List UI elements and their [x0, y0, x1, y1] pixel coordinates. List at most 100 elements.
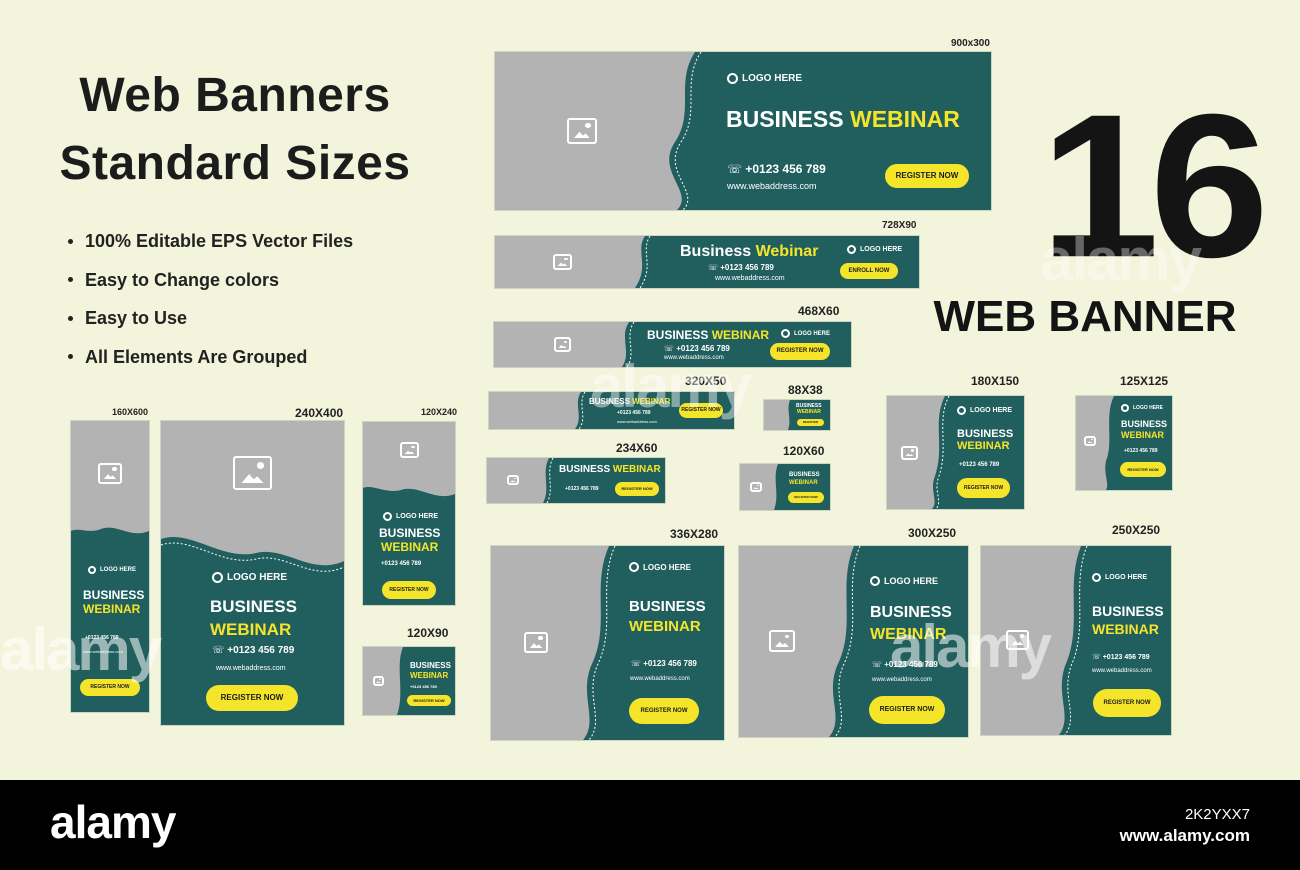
title-white: Business	[680, 243, 752, 260]
register-button[interactable]: REGISTER NOW	[80, 679, 140, 696]
banner-120x240: LOGO HERE BUSINESS WEBINAR +0123 456 789…	[363, 422, 455, 605]
banner-shape	[489, 392, 586, 429]
title-yellow: WEBINAR	[797, 409, 821, 415]
watermark: alamy	[590, 353, 752, 420]
phone: +0123 456 789	[959, 462, 1000, 468]
register-button[interactable]: REGISTER NOW	[885, 164, 969, 188]
title-white: BUSINESS	[1092, 603, 1164, 619]
register-button[interactable]: REGISTER NOW	[788, 492, 824, 503]
banner-468x60: BUSINESS WEBINAR ☏ +0123 456 789 www.web…	[494, 322, 851, 367]
register-button[interactable]: REGISTER NOW	[206, 685, 298, 711]
title-white: BUSINESS	[1121, 419, 1168, 429]
banner-shape	[981, 546, 1088, 735]
size-label-728x90: 728X90	[882, 220, 917, 231]
banner-shape	[764, 400, 790, 430]
title-white: BUSINESS	[957, 428, 1014, 440]
banner-320x50: BUSINESS WEBINAR +0123 456 789 www.webad…	[489, 392, 734, 429]
banner-title: BUSINESS WEBINAR	[589, 397, 670, 406]
feature-item: 100% Editable EPS Vector Files	[68, 222, 353, 261]
logo-text: LOGO HERE	[396, 513, 439, 520]
title-yellow: WEBINAR	[381, 540, 439, 554]
logo-text: LOGO HERE	[860, 246, 903, 253]
phone: +0123 456 789	[1124, 448, 1158, 454]
size-label-88x38: 88X38	[788, 383, 823, 397]
logo-text: LOGO HERE	[643, 562, 692, 572]
register-button[interactable]: REGISTER NOW	[957, 478, 1010, 498]
logo: LOGO HERE	[88, 566, 136, 574]
phone: ☏ +0123 456 789	[664, 344, 730, 353]
title-yellow: WEBINAR	[1092, 621, 1159, 637]
logo: LOGO HERE	[383, 512, 438, 521]
phone: ☏ +0123 456 789	[212, 645, 294, 656]
register-button[interactable]: REGISTER NOW	[382, 581, 436, 599]
phone: ☏ +0123 456 789	[1092, 653, 1150, 661]
logo-text: LOGO HERE	[100, 567, 137, 573]
enroll-button[interactable]: ENROLL NOW	[840, 263, 898, 279]
register-button[interactable]: REGISTER	[797, 419, 824, 426]
logo-text: LOGO HERE	[227, 572, 288, 583]
banner-88x38: BUSINESS WEBINAR REGISTER	[764, 400, 830, 430]
image-placeholder-icon	[567, 118, 597, 144]
title-yellow: WEBINAR	[789, 480, 818, 486]
size-label-180x150: 180X150	[971, 374, 1020, 388]
banner-728x90: Business Webinar ☏ +0123 456 789 www.web…	[495, 236, 919, 288]
alamy-url[interactable]: www.alamy.com	[1119, 826, 1250, 845]
phone: +0123 456 789	[85, 635, 119, 641]
register-button[interactable]: REGISTER NOW	[770, 343, 830, 360]
register-button[interactable]: REGISTER NOW	[407, 695, 451, 706]
title-yellow: WEBINAR	[210, 620, 292, 639]
image-placeholder-icon	[553, 254, 572, 270]
title-white: BUSINESS	[796, 403, 822, 409]
website: www.webaddress.com	[617, 419, 657, 424]
logo-icon	[957, 406, 966, 415]
phone-number: +0123 456 789	[884, 660, 938, 669]
phone-icon: ☏	[664, 344, 675, 353]
logo-text: LOGO HERE	[1133, 405, 1164, 411]
image-placeholder-icon	[554, 337, 571, 352]
size-label-234x60: 234X60	[616, 441, 658, 455]
image-placeholder-icon	[1084, 436, 1096, 446]
register-button[interactable]: REGISTER NOW	[1120, 462, 1166, 477]
size-label-125x125: 125X125	[1120, 374, 1169, 388]
size-label-160x600: 160X600	[112, 407, 149, 417]
image-placeholder-icon	[373, 676, 384, 686]
stock-footer	[0, 780, 1300, 870]
image-placeholder-icon	[524, 632, 548, 653]
image-placeholder-icon	[507, 475, 519, 485]
logo: LOGO HERE	[781, 329, 830, 338]
logo-text: LOGO HERE	[794, 330, 831, 337]
banner-125x125: LOGO HERE BUSINESS WEBINAR +0123 456 789…	[1076, 396, 1172, 490]
banner-240x400: LOGO HERE BUSINESS WEBINAR ☏ +0123 456 7…	[161, 421, 344, 725]
title-yellow: WEBINAR	[612, 464, 661, 475]
website: www.webaddress.com	[664, 355, 724, 361]
banner-120x90: BUSINESS WEBINAR +0123 456 789 REGISTER …	[363, 647, 455, 715]
image-placeholder-icon	[901, 446, 918, 460]
logo-text: LOGO HERE	[970, 407, 1013, 414]
register-button[interactable]: REGISTER NOW	[615, 482, 659, 496]
image-placeholder-icon	[233, 456, 272, 490]
logo: LOGO HERE	[1092, 573, 1147, 582]
title-yellow: WEBINAR	[711, 328, 770, 342]
title-white: BUSINESS	[629, 598, 706, 615]
logo-text: LOGO HERE	[1105, 574, 1148, 581]
image-placeholder-icon	[1006, 630, 1029, 650]
image-placeholder-icon	[400, 442, 419, 458]
banner-title: Business Webinar	[680, 243, 818, 261]
title-white: BUSINESS	[789, 472, 820, 478]
register-button[interactable]: REGISTER NOW	[869, 696, 945, 724]
website: www.webaddress.com	[1092, 668, 1152, 674]
title-white: BUSINESS	[870, 604, 952, 621]
phone-number: +0123 456 789	[643, 659, 697, 668]
logo: LOGO HERE	[727, 73, 802, 84]
logo: LOGO HERE	[629, 562, 691, 572]
watermark: alamy	[1040, 226, 1202, 293]
banner-120x60: BUSINESS WEBINAR REGISTER NOW	[740, 464, 830, 510]
title-yellow: Webinar	[755, 243, 819, 260]
size-label-468x60: 468X60	[798, 304, 840, 318]
register-button[interactable]: REGISTER NOW	[1093, 689, 1161, 717]
phone: +0123 456 789	[617, 410, 651, 416]
phone-icon: ☏	[727, 162, 743, 176]
banner-250x250: LOGO HERE BUSINESS WEBINAR ☏ +0123 456 7…	[981, 546, 1171, 735]
register-button[interactable]: REGISTER NOW	[629, 698, 699, 724]
register-button[interactable]: REGISTER NOW	[679, 403, 723, 418]
